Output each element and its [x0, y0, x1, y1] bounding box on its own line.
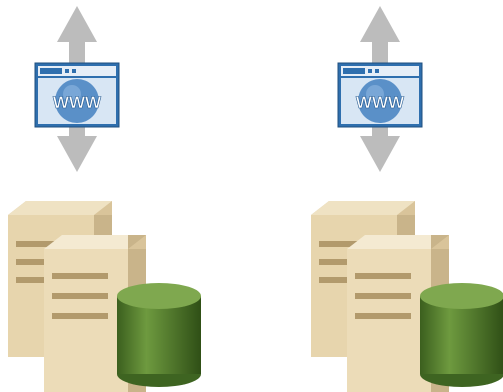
- browser-www-label: WWW: [53, 93, 102, 112]
- web-browser-icon: WWW: [34, 62, 120, 128]
- web-browser-icon: WWW: [337, 62, 423, 128]
- right-web-node: WWW: [303, 0, 503, 392]
- server-stack-icon: [311, 201, 449, 392]
- left-web-node: WWW: [0, 0, 201, 392]
- database-icon: [420, 283, 503, 387]
- browser-www-label: WWW: [356, 93, 405, 112]
- database-icon: [117, 283, 201, 387]
- server-stack-icon: [8, 201, 146, 392]
